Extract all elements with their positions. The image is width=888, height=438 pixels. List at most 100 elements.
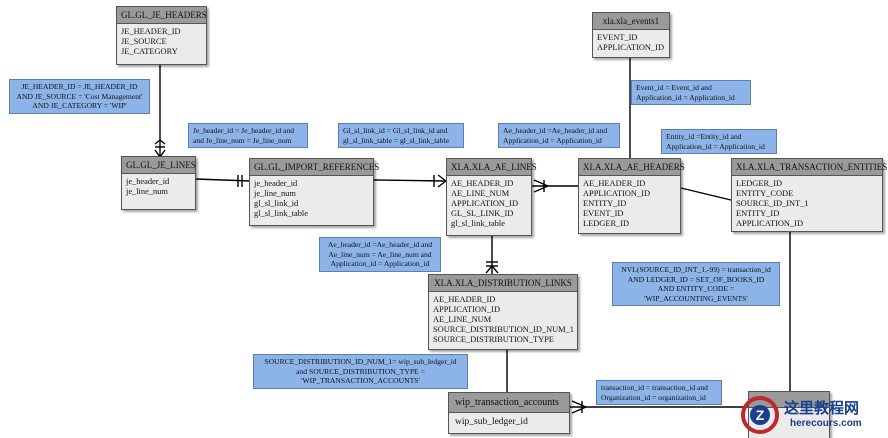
field: LEDGER_ID xyxy=(583,219,630,228)
entity-title: xla.xla_events1 xyxy=(593,13,669,30)
entity-fields: je_header_id je_line_num gl_sl_link_id g… xyxy=(250,176,373,222)
note-entity-join: Entity_id =Entity_id and Application_id … xyxy=(661,129,777,154)
note-line: transaction_id = transaction_id and xyxy=(601,383,708,392)
field: GL_SL_LINK_ID xyxy=(451,209,514,218)
note-ae-line-join: Ae_header_id =Ae_header_id and Ae_line_n… xyxy=(319,237,441,272)
field: JE_HEADER_ID xyxy=(121,27,181,36)
note-line: Event_id = Event_id and xyxy=(636,83,712,92)
note-line: AND JE_CATEGORY = 'WIP' xyxy=(32,101,127,110)
site-logo-icon: Z xyxy=(741,396,779,434)
note-line: AND LEDGER_ID = SET_OF_BOOKS_ID xyxy=(627,274,765,284)
field: SOURCE_ID_INT_1 xyxy=(736,199,809,208)
entity-fields: JE_HEADER_ID JE_SOURCE JE_CATEGORY xyxy=(117,24,206,60)
entity-wip-transaction-accounts[interactable]: wip_transaction_accounts wip_sub_ledger_… xyxy=(448,392,570,434)
note-line: Ae_header_id =Ae_header_id and xyxy=(503,126,608,135)
entity-title-partial xyxy=(749,392,829,408)
entity-title: XLA.XLA_AE_HEADERS xyxy=(579,159,685,176)
note-line: Application_id = Application_id xyxy=(503,135,602,145)
field: JE_CATEGORY xyxy=(121,47,178,56)
entity-gl-import-references[interactable]: GL.GL_IMPORT_REFERENCES je_header_id je_… xyxy=(249,158,379,226)
entity-title: GL.GL_IMPORT_REFERENCES xyxy=(250,159,379,176)
note-line: 'WIP_ACCOUNTING_EVENTS' xyxy=(644,293,748,303)
entity-gl-je-headers[interactable]: GL.GL_JE_HEADERS JE_HEADER_ID JE_SOURCE … xyxy=(116,6,207,65)
field: gl_sl_link_table xyxy=(254,209,308,218)
field: APPLICATION_ID xyxy=(583,189,650,198)
entity-fields: EVENT_ID APPLICATION_ID xyxy=(593,30,669,56)
watermark: Z 这里教程网 herecours.com xyxy=(740,393,888,438)
note-line: 'WIP_TRANSACTION_ACCOUNTS' xyxy=(301,376,420,385)
note-line: Ae_header_id =Ae_header_id and xyxy=(327,240,433,249)
note-event-join: Event_id = Event_id and Application_id =… xyxy=(631,80,751,105)
field: AE_HEADER_ID xyxy=(433,295,496,304)
field: SOURCE_DISTRIBUTION_TYPE xyxy=(433,335,554,344)
note-line: Application_id = Application_id xyxy=(330,259,430,268)
note-line: AND ENTITY_CODE = xyxy=(657,284,735,293)
note-line: SOURCE_DISTRIBUTION_ID_NUM_1= wip_sub_le… xyxy=(264,357,457,366)
field: wip_sub_ledger_id xyxy=(455,417,528,427)
note-headers-join: JE_HEADER_ID = JE_HEADER_ID AND JE_SOURC… xyxy=(9,79,150,114)
entity-xla-events[interactable]: xla.xla_events1 EVENT_ID APPLICATION_ID xyxy=(592,12,670,58)
field: je_header_id xyxy=(254,179,298,188)
note-line: and Je_line_num = Je_line_num xyxy=(193,135,292,145)
entity-gl-je-lines[interactable]: GL.GL_JE_LINES je_header_id je_line_num xyxy=(121,156,196,210)
note-line: and SOURCE_DISTRIBUTION_TYPE = xyxy=(296,366,425,376)
entity-fields: AE_HEADER_ID AE_LINE_NUM APPLICATION_ID … xyxy=(447,176,531,232)
note-line: JE_HEADER_ID = JE_HEADER_ID xyxy=(21,82,138,91)
field: SOURCE_DISTRIBUTION_ID_NUM_1 xyxy=(433,325,574,334)
entity-xla-ae-lines[interactable]: XLA.XLA_AE_LINES AE_HEADER_ID AE_LINE_NU… xyxy=(446,158,537,236)
entity-title: wip_transaction_accounts xyxy=(449,393,569,413)
field: gl_sl_link_table xyxy=(451,219,505,228)
note-line: Entity_id =Entity_id and xyxy=(666,132,742,141)
entity-title: XLA.XLA_DISTRIBUTION_LINKS xyxy=(429,275,577,292)
field: APPLICATION_ID xyxy=(736,219,803,228)
line-aeheaders-to-trxentities xyxy=(680,187,736,202)
note-line: Organization_id = organization_id xyxy=(601,392,706,402)
note-transaction-join: transaction_id = transaction_id and Orga… xyxy=(596,380,722,405)
note-line: Je_header_id = Je_header_id and xyxy=(193,126,295,135)
field: AE_HEADER_ID xyxy=(583,179,646,188)
note-distribution-join: SOURCE_DISTRIBUTION_ID_NUM_1= wip_sub_le… xyxy=(253,354,468,389)
note-line: gl_sl_link_table = gl_sl_link_table xyxy=(343,135,449,145)
line-lines-to-importrefs xyxy=(195,178,251,182)
entity-fields: AE_HEADER_ID APPLICATION_ID AE_LINE_NUM … xyxy=(429,292,577,348)
field: APPLICATION_ID xyxy=(451,199,518,208)
entity-fields: AE_HEADER_ID APPLICATION_ID ENTITY_ID EV… xyxy=(579,176,680,232)
note-line: Application_id = Application_id xyxy=(636,92,735,102)
note-line: Application_id = Application_id xyxy=(666,141,765,151)
field: gl_sl_link_id xyxy=(254,199,299,208)
field: EVENT_ID xyxy=(583,209,624,218)
field: EVENT_ID xyxy=(597,33,638,42)
field: APPLICATION_ID xyxy=(433,305,500,314)
line-importrefs-to-aelines xyxy=(373,179,447,182)
entity-xla-distribution-links[interactable]: XLA.XLA_DISTRIBUTION_LINKS AE_HEADER_ID … xyxy=(428,274,578,350)
entity-title: XLA.XLA_AE_LINES xyxy=(447,159,537,176)
note-link-join: Gl_sl_link_id = Gl_sl_link_id and gl_sl_… xyxy=(338,123,464,148)
entity-xla-transaction-entities[interactable]: XLA.XLA_TRANSACTION_ENTITIES LEDGER_ID E… xyxy=(731,158,887,232)
field: AE_LINE_NUM xyxy=(433,315,492,324)
field: ENTITY_ID xyxy=(583,199,627,208)
svg-text:Z: Z xyxy=(756,407,765,423)
field: je_line_num xyxy=(254,189,296,198)
note-line: NVL(SOURCE_ID_INT_1,-99) = transaction_i… xyxy=(621,265,771,274)
entity-title: GL.GL_JE_HEADERS xyxy=(117,7,207,24)
field: JE_SOURCE xyxy=(121,37,167,46)
watermark-name: 这里教程网 xyxy=(784,399,860,417)
note-lines-join: Je_header_id = Je_header_id and and Je_l… xyxy=(188,123,308,148)
note-line: AND JE_SOURCE = 'Cost Management' xyxy=(16,91,143,101)
field: AE_HEADER_ID xyxy=(451,179,514,188)
field: APPLICATION_ID xyxy=(597,43,664,52)
entity-fields: je_header_id je_line_num xyxy=(122,174,195,200)
field: LEDGER_ID xyxy=(736,179,783,188)
entity-xla-ae-headers[interactable]: XLA.XLA_AE_HEADERS AE_HEADER_ID APPLICAT… xyxy=(578,158,685,234)
watermark-url: herecours.com xyxy=(790,418,862,429)
note-transaction-entity-join: NVL(SOURCE_ID_INT_1,-99) = transaction_i… xyxy=(612,262,780,306)
note-ae-header-join: Ae_header_id =Ae_header_id and Applicati… xyxy=(498,123,620,148)
field: ENTITY_CODE xyxy=(736,189,794,198)
entity-fields: wip_sub_ledger_id xyxy=(449,413,569,431)
entity-title: GL.GL_JE_LINES xyxy=(122,157,196,174)
field: ENTITY_ID xyxy=(736,209,780,218)
entity-fields: LEDGER_ID ENTITY_CODE SOURCE_ID_INT_1 EN… xyxy=(732,176,882,232)
note-line: Ae_line_num = Ae_line_num and xyxy=(328,249,432,259)
field: je_line_num xyxy=(126,187,168,196)
